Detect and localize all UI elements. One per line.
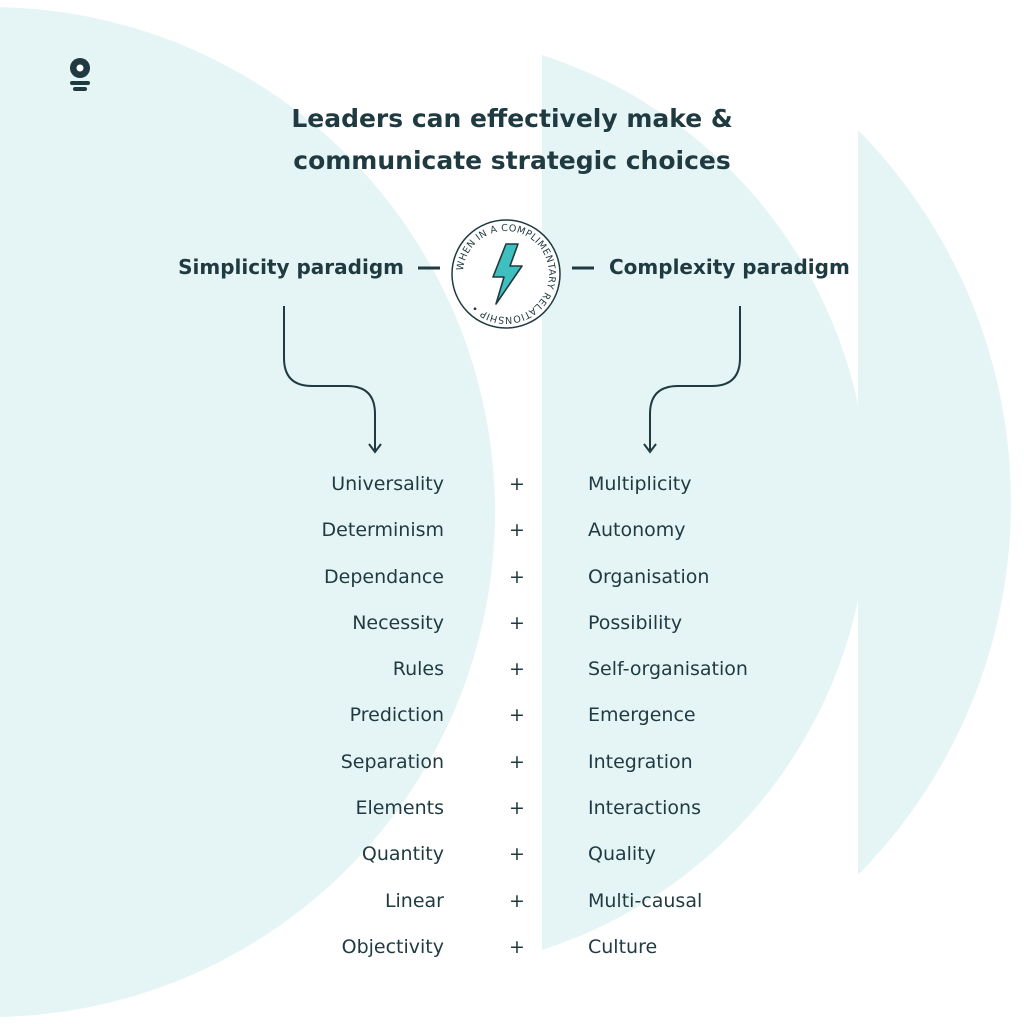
complexity-term: Emergence: [588, 704, 696, 727]
plus-sign: +: [509, 611, 525, 634]
page-title: Leaders can effectively make & communica…: [0, 98, 1024, 182]
complexity-term: Culture: [588, 935, 658, 958]
plus-sign: +: [509, 797, 525, 820]
complementary-relationship-badge: WHEN IN A COMPLIMENTARY RELATIONSHIP •: [451, 219, 561, 329]
right-arc-shape: [858, 130, 1011, 875]
title-line-2: communicate strategic choices: [293, 146, 731, 175]
simplicity-term: Prediction: [349, 704, 444, 727]
simplicity-term: Separation: [340, 750, 444, 773]
simplicity-term: Universality: [331, 473, 444, 495]
joiner-column: + + + + + + + + + + +: [505, 466, 529, 975]
plus-sign: +: [509, 843, 525, 866]
simplicity-paradigm-heading: Simplicity paradigm: [178, 255, 404, 279]
simplicity-term: Quantity: [361, 843, 444, 866]
complexity-term: Self-organisation: [588, 658, 748, 681]
plus-sign: +: [509, 750, 525, 773]
middle-arc-shape: [542, 55, 869, 950]
complexity-term: Quality: [588, 843, 656, 866]
complexity-term: Autonomy: [588, 519, 686, 542]
plus-sign: +: [509, 935, 525, 958]
bulb-logo-icon: [70, 58, 90, 91]
plus-sign: +: [509, 889, 525, 912]
simplicity-term: Linear: [384, 889, 444, 912]
complexity-term: Interactions: [588, 797, 701, 820]
complexity-term: Multiplicity: [588, 473, 692, 495]
plus-sign: +: [509, 658, 525, 681]
plus-sign: +: [509, 473, 525, 495]
simplicity-term: Objectivity: [341, 935, 444, 958]
lightning-bolt-icon: [492, 243, 523, 305]
simplicity-term: Rules: [392, 658, 444, 681]
complexity-term: Possibility: [588, 611, 683, 634]
simplicity-term: Dependance: [324, 565, 444, 588]
complexity-term: Organisation: [588, 565, 710, 588]
plus-sign: +: [509, 519, 525, 542]
simplicity-term: Elements: [355, 797, 444, 820]
simplicity-term: Determinism: [321, 519, 444, 542]
complexity-term: Integration: [588, 750, 693, 773]
large-circle-shape: [0, 7, 495, 1017]
simplicity-term: Necessity: [352, 611, 444, 634]
complexity-term: Multi-causal: [588, 889, 703, 912]
title-line-1: Leaders can effectively make &: [291, 104, 733, 133]
complexity-paradigm-heading: Complexity paradigm: [609, 255, 850, 279]
plus-sign: +: [509, 704, 525, 727]
plus-sign: +: [509, 565, 525, 588]
